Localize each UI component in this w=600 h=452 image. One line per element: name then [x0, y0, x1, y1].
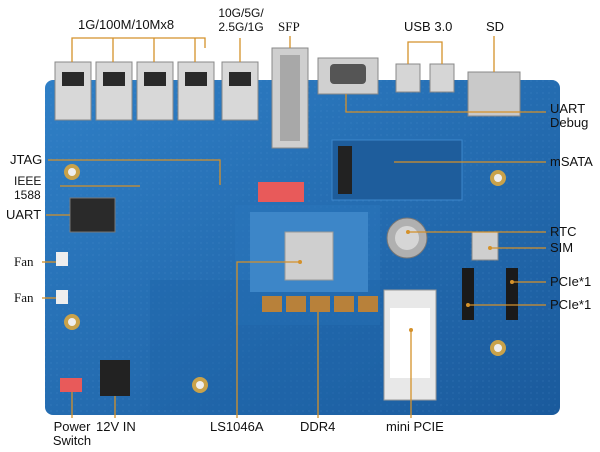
label-pcie-2: PCIe*1 — [550, 297, 592, 312]
usb-ports — [395, 63, 455, 93]
label-ieee-line1: IEEE — [14, 174, 42, 188]
label-sim: SIM — [550, 240, 574, 255]
label-power-switch: Power Switch — [42, 420, 102, 448]
fan-header-2 — [56, 290, 68, 304]
power-switch — [60, 378, 82, 392]
label-uart-debug-line1: UART — [550, 101, 586, 116]
label-pcie-1: PCIe*1 — [550, 274, 592, 289]
dip-switch — [258, 182, 304, 202]
label-eth-10g-line1: 10G/5G/ — [218, 6, 264, 20]
label-fan-2: Fan — [14, 290, 34, 305]
label-jtag: JTAG — [10, 152, 43, 167]
label-mini-pcie: mini PCIE — [386, 419, 444, 434]
uart-debug-connector — [317, 57, 379, 95]
leader-dots — [298, 230, 514, 332]
label-eth-copper: 1G/100M/10Mx8 — [78, 17, 175, 32]
label-cpu: LS1046A — [210, 419, 264, 434]
mini-pcie-module — [383, 289, 437, 401]
sd-slot — [467, 71, 521, 117]
ddr4-chips — [262, 296, 378, 312]
uart-header — [69, 197, 116, 233]
ethernet-ports — [54, 61, 259, 121]
label-sfp: SFP — [278, 19, 300, 34]
label-power-line1: Power — [53, 419, 91, 434]
label-uart-debug: UART Debug — [550, 102, 588, 130]
cpu-chip — [250, 212, 368, 292]
pcie-slots — [462, 268, 518, 320]
label-power-line2: Switch — [52, 433, 92, 448]
label-usb: USB 3.0 — [404, 19, 453, 34]
label-ieee1588: IEEE 1588 — [14, 174, 41, 202]
sim-slot — [471, 231, 499, 261]
label-sd: SD — [486, 19, 505, 34]
label-power-in: 12V IN — [96, 419, 136, 434]
label-uart-debug-line2: Debug — [550, 115, 589, 130]
label-eth-10g-line2: 2.5G/1G — [218, 20, 264, 34]
label-uart: UART — [6, 207, 42, 222]
label-rtc: RTC — [550, 224, 577, 239]
fan-header-1 — [56, 252, 68, 266]
mounting-holes — [64, 164, 506, 393]
msata-slot — [331, 139, 463, 201]
label-ddr4: DDR4 — [300, 419, 336, 434]
leader-lines — [42, 36, 546, 418]
rtc-battery — [386, 217, 428, 259]
label-eth-10g: 10G/5G/ 2.5G/1G — [212, 6, 270, 34]
sfp-cage — [271, 47, 309, 149]
label-msata: mSATA — [550, 154, 593, 169]
label-fan-1: Fan — [14, 254, 34, 269]
power-jack — [100, 360, 130, 396]
label-ieee-line2: 1588 — [14, 188, 41, 202]
